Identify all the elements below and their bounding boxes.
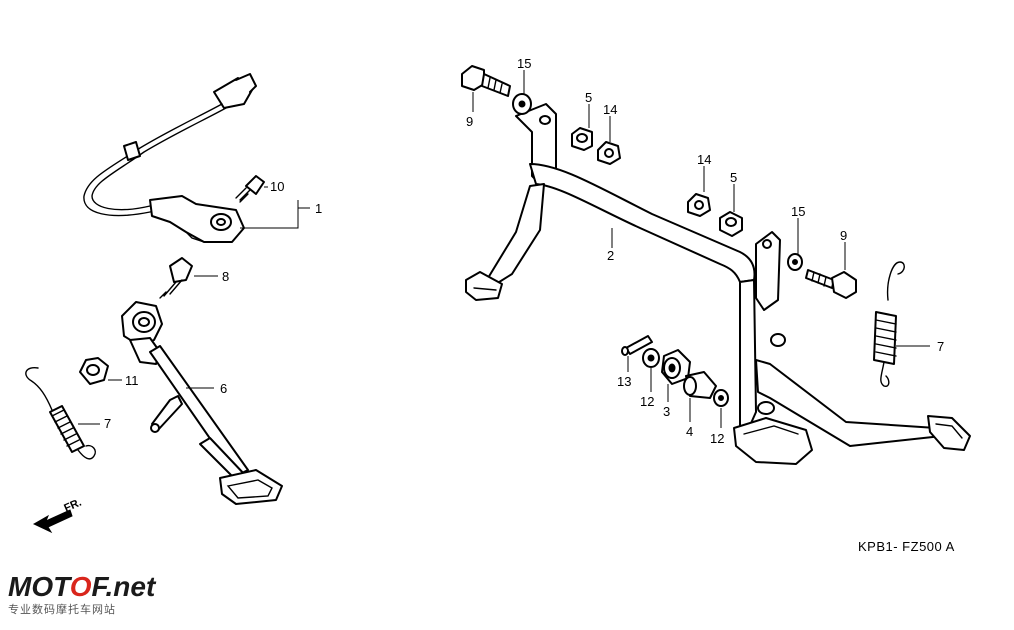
callout-7-left: 7 bbox=[104, 416, 111, 431]
callout-9-upper: 9 bbox=[466, 114, 473, 129]
callout-6: 6 bbox=[220, 381, 227, 396]
collar-4 bbox=[683, 371, 717, 399]
collar-5-lower bbox=[719, 211, 743, 237]
callout-1: 1 bbox=[315, 201, 322, 216]
callout-12-left: 12 bbox=[640, 394, 654, 409]
callout-3: 3 bbox=[663, 404, 670, 419]
logo-tagline: 专业数码摩托车网站 bbox=[8, 602, 116, 616]
collar-5-upper bbox=[571, 127, 593, 151]
callout-5-lower: 5 bbox=[730, 170, 737, 185]
callout-5-upper: 5 bbox=[585, 90, 592, 105]
bush-3 bbox=[661, 349, 691, 385]
leader-lines bbox=[78, 70, 930, 428]
callout-14-lower: 14 bbox=[697, 152, 711, 167]
bolt-9-lower bbox=[805, 269, 857, 299]
side-stand bbox=[121, 301, 283, 505]
callout-12-right: 12 bbox=[710, 431, 724, 446]
side-stand-switch-assembly bbox=[83, 73, 257, 243]
callout-15-lower: 15 bbox=[791, 204, 805, 219]
callout-14-upper: 14 bbox=[603, 102, 617, 117]
washer-15-upper bbox=[512, 93, 532, 115]
bolt-8 bbox=[159, 257, 193, 299]
washer-12-right bbox=[713, 389, 729, 407]
main-stand bbox=[465, 103, 971, 465]
pin-13 bbox=[621, 335, 653, 356]
motof-watermark-logo: MOTOF.net 专业数码摩托车网站 bbox=[8, 571, 157, 616]
washer-12-left bbox=[642, 348, 660, 368]
callout-8: 8 bbox=[222, 269, 229, 284]
callout-15-upper: 15 bbox=[517, 56, 531, 71]
callout-2: 2 bbox=[607, 248, 614, 263]
diagram-code: KPB1- FZ500 A bbox=[858, 539, 955, 554]
callout-9-lower: 9 bbox=[840, 228, 847, 243]
callout-13: 13 bbox=[617, 374, 631, 389]
direction-label: FR. bbox=[62, 497, 83, 515]
front-direction-arrow: FR. bbox=[32, 497, 83, 534]
stand-spring-left bbox=[25, 366, 96, 460]
bolt-9-upper bbox=[461, 65, 511, 97]
stand-spring-right bbox=[873, 261, 905, 388]
nut-14-upper bbox=[597, 141, 621, 165]
nut-11 bbox=[79, 357, 109, 385]
logo-text: MOTOF.net bbox=[8, 571, 157, 602]
callout-4: 4 bbox=[686, 424, 693, 439]
callout-11: 11 bbox=[125, 373, 139, 388]
callout-7-right: 7 bbox=[937, 339, 944, 354]
bolt-10 bbox=[235, 175, 265, 203]
washer-15-lower bbox=[787, 253, 803, 271]
callout-numbers: 10 1 8 11 6 7 9 15 5 14 14 5 2 15 9 7 13… bbox=[104, 56, 944, 446]
callout-10: 10 bbox=[270, 179, 284, 194]
nut-14-lower bbox=[687, 193, 711, 217]
